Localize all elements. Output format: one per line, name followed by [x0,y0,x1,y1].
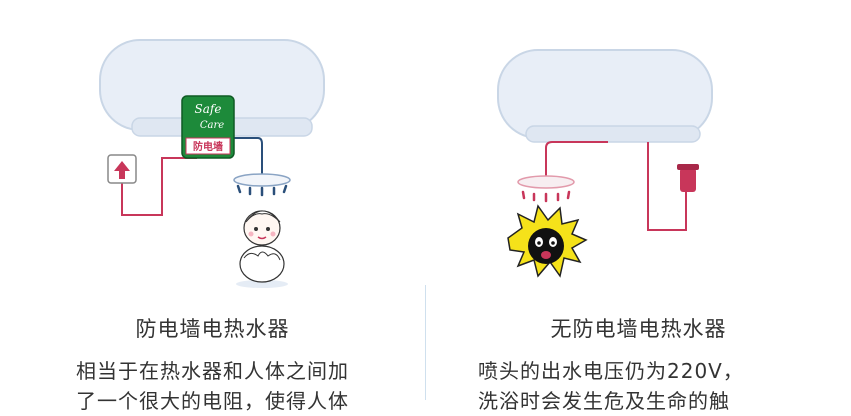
right-title: 无防电墙电热水器 [550,317,727,341]
water-heater-icon [497,49,713,143]
power-wire [647,142,687,231]
left-panel: Safe Care 防电墙 防电墙电热水器 相当于在热水器和人体之间加 了一个很… [0,0,425,413]
water-pipe [232,137,263,176]
shower-head-icon [233,173,291,197]
right-panel: 无防电墙电热水器 喷头的出水电压仍为220V， 洗浴时会发生危及生命的触 [426,0,851,413]
left-description-line: 了一个很大的电阻，使得人体 [76,389,349,413]
left-description: 相当于在热水器和人体之间加 了一个很大的电阻，使得人体 [76,356,396,416]
left-description-line: 相当于在热水器和人体之间加 [76,359,349,383]
badge-line1: Safe [195,102,222,116]
unsafe-heater-scene [497,49,713,278]
right-description-line: 洗浴时会发生危及生命的触 [478,389,730,413]
electrocuted-figure-icon [507,204,588,278]
right-description: 喷头的出水电压仍为220V， 洗浴时会发生危及生命的触 [478,356,798,416]
left-title: 防电墙电热水器 [135,317,290,341]
safe-heater-scene: Safe Care 防电墙 [99,39,325,288]
right-description-line: 喷头的出水电压仍为220V， [478,359,744,383]
wall-socket-icon [107,154,137,184]
water-pipe [545,141,608,176]
panel-divider [425,285,426,400]
badge-line2: Care [200,120,224,131]
badge-line3: 防电墙 [193,140,223,153]
safe-care-badge: Safe Care 防电墙 [181,95,235,159]
safe-child-icon [236,210,288,288]
plug-icon [677,164,699,192]
shower-head-icon [517,175,575,203]
